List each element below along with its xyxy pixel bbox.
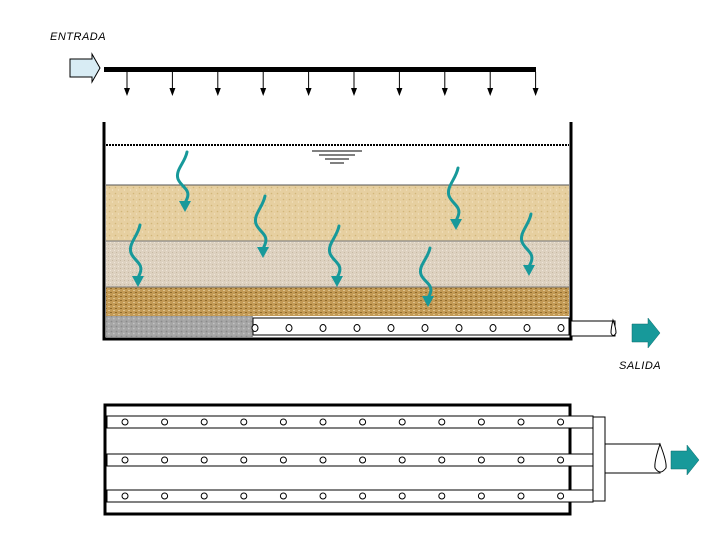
tank-walls [102,122,573,341]
plan-pipe-hole [477,492,485,500]
underdrain-hole [455,324,463,332]
plan-pipe-hole [557,492,565,500]
flow-arrow-head [179,201,191,212]
flow-arrow [418,246,433,300]
flow-arrow [446,166,461,223]
stone-layer [106,316,253,337]
plan-pipe-hole [398,456,406,464]
underdrain-hole [251,324,259,332]
plan-pipe-hole [279,492,287,500]
flow-arrows [128,150,535,307]
plan-pipe-hole [121,456,129,464]
distribution-drip-arrows [124,72,539,96]
flow-arrow-head [422,296,434,307]
plan-pipe-hole [398,418,406,426]
flow-arrow [253,194,268,251]
flow-arrow [128,223,143,280]
drip-arrow-head [351,88,357,96]
plan-pipe-hole [240,456,248,464]
plan-outlet-arrow-icon [670,444,700,476]
plan-pipe-hole [200,456,208,464]
outlet-pipe [570,320,616,337]
drip-arrow-head [532,88,539,96]
plan-pipe-hole [438,456,446,464]
flow-arrow-head [132,276,144,287]
plan-pipe-hole [557,456,565,464]
plan-header-pipe [592,416,606,502]
underdrain-hole [387,324,395,332]
water-drop-icon [610,318,617,336]
plan-water-drop-icon [654,442,667,473]
outlet-label: SALIDA [619,360,661,372]
plan-pipe-hole [161,418,169,426]
flow-arrow-head [257,247,269,258]
underdrain-hole [557,324,565,332]
water-level-icon [312,150,362,164]
flow-arrow-head [450,219,462,230]
inlet-label: ENTRADA [50,31,106,43]
drip-arrow-head [260,88,267,96]
plan-pipe-hole [161,492,169,500]
plan-pipe-hole [438,418,446,426]
plan-pipe-hole [319,492,327,500]
drip-arrow-head [396,88,403,96]
drip-arrow-head [305,88,312,96]
plan-pipe-hole [438,492,446,500]
drip-arrow-head [169,88,176,96]
plan-pipe-hole [517,456,525,464]
plan-lateral-pipes [106,415,594,503]
plan-pipe-hole [121,492,129,500]
underdrain-hole [285,324,293,332]
plan-pipe-hole [517,418,525,426]
underdrain-hole [353,324,361,332]
underdrain-hole [421,324,429,332]
underdrain-pipe [252,317,570,336]
plan-pipe-hole [477,456,485,464]
plan-pipe-hole [359,456,367,464]
plan-pipe-hole [200,492,208,500]
plan-pipe-hole [398,492,406,500]
plan-outlet-pipe [604,443,661,474]
underdrain-hole [489,324,497,332]
plan-pipe-hole [359,418,367,426]
plan-pipe-hole [121,418,129,426]
drip-arrow-head [214,88,221,96]
drip-arrow-head [487,88,494,96]
plan-pipe-hole [279,418,287,426]
flow-arrow [175,150,190,205]
plan-pipe-hole [359,492,367,500]
inlet-arrow-icon [69,52,101,84]
plan-pipe-hole [240,418,248,426]
plan-pipe-hole [161,456,169,464]
flow-arrow [519,212,534,269]
plan-pipe-hole [319,418,327,426]
plan-pipe-hole [477,418,485,426]
flow-arrow [327,224,342,280]
underdrain-holes [251,324,565,332]
plan-pipe-hole [557,418,565,426]
flow-arrow-head [331,276,343,287]
plan-pipe-hole [279,456,287,464]
plan-pipe-hole [240,492,248,500]
plan-pipe-hole [319,456,327,464]
distribution-pipe [104,67,536,72]
drip-arrow-head [124,88,130,96]
plan-pipe-hole [517,492,525,500]
underdrain-hole [319,324,327,332]
flow-arrow-head [523,265,535,276]
drip-arrow-head [441,88,448,96]
plan-pipe-hole [200,418,208,426]
gravel-layer [106,287,569,316]
underdrain-hole [523,324,531,332]
outlet-arrow-icon [631,317,661,349]
